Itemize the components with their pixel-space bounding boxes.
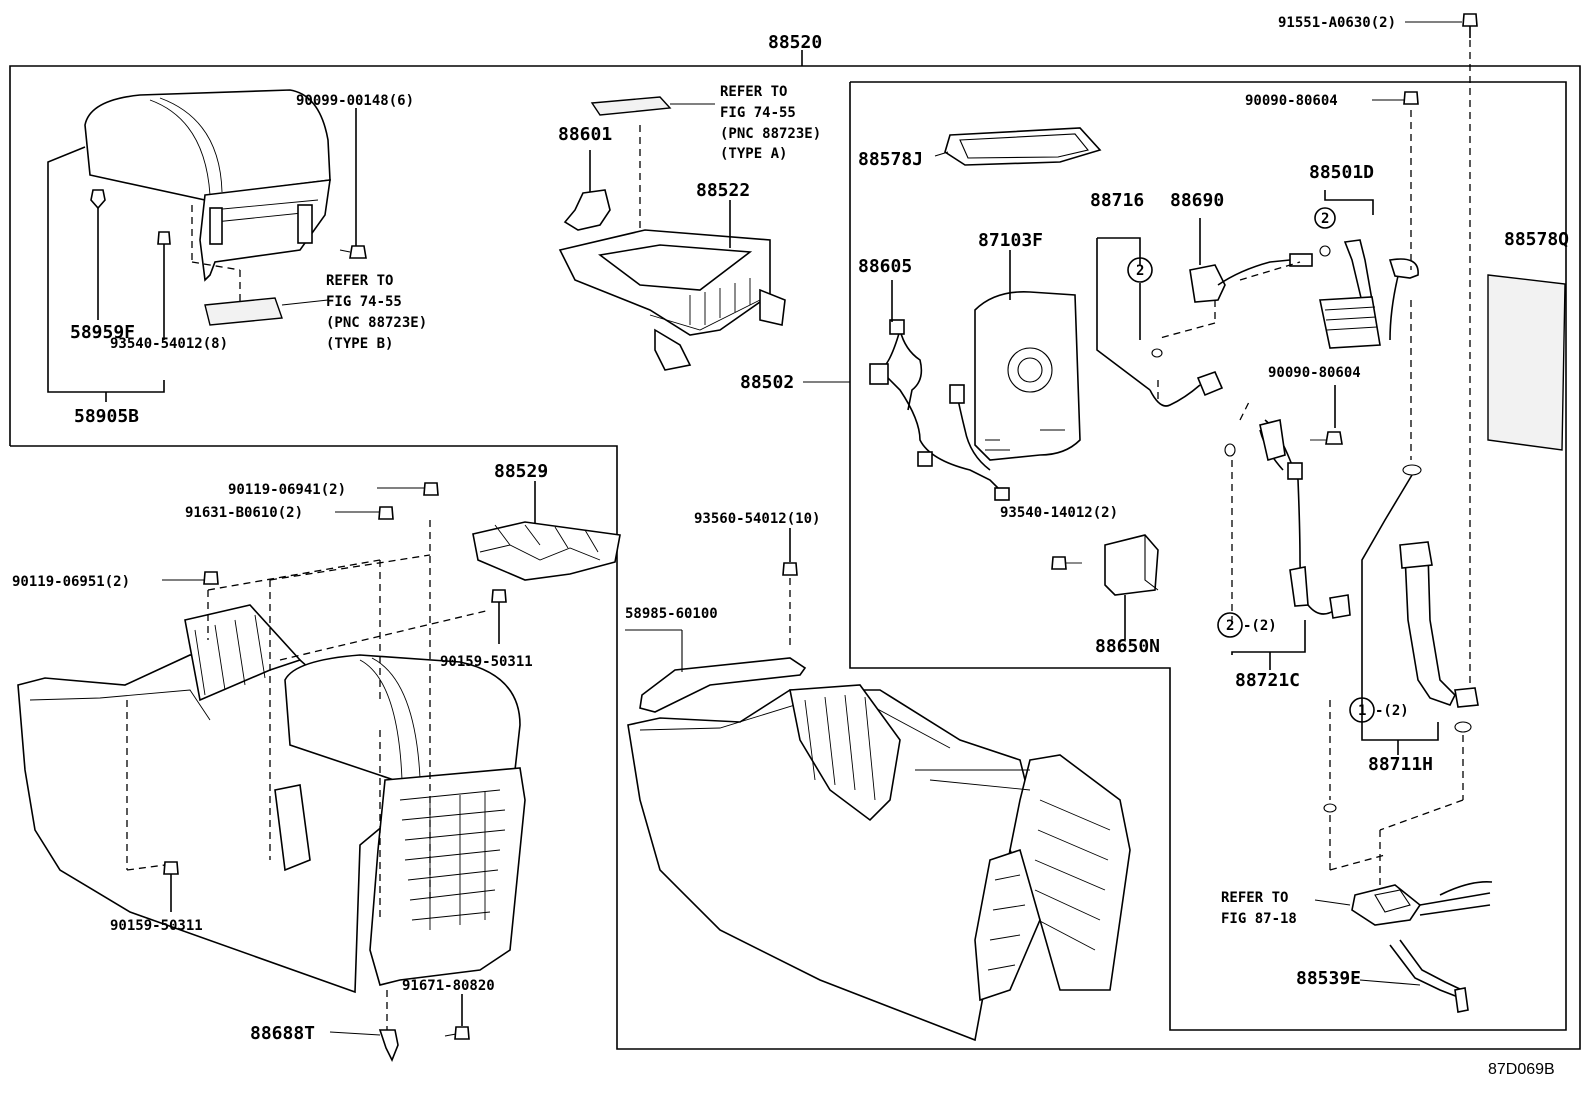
label-90119-06941: 90119-06941(2) [228,482,346,498]
label-88688T: 88688T [250,1023,315,1044]
tray-drawing [558,96,786,371]
refer-a-line2: FIG 74-55 [720,105,796,121]
circle-label-2-a: 2 [1321,211,1329,227]
circle-label-2-b: 2 [1136,263,1144,279]
label-87103F: 87103F [978,230,1043,251]
label-88501D: 88501D [1309,162,1374,183]
label-90159-50311-a: 90159-50311 [440,654,533,670]
label-93560-54012: 93560-54012(10) [694,511,820,527]
label-88650N: 88650N [1095,636,1160,657]
refer-c-line1: REFER TO [1221,890,1288,906]
qty-label-2-c: -(2) [1243,618,1277,634]
label-58905B: 58905B [74,406,139,427]
label-88721C: 88721C [1235,670,1300,691]
label-88605: 88605 [858,256,912,277]
refer-b-line3: (PNC 88723E) [326,315,427,331]
label-93540-14012: 93540-14012(2) [1000,505,1118,521]
label-91551-A0630: 91551-A0630(2) [1278,15,1396,31]
label-93540-54012: 93540-54012(8) [110,336,228,352]
label-90099-00148: 90099-00148(6) [296,93,414,109]
label-88690: 88690 [1170,190,1224,211]
diagram-code: 87D069B [1488,1061,1555,1078]
label-88578Q: 88578Q [1504,229,1569,250]
refer-a-line1: REFER TO [720,84,787,100]
label-88539E: 88539E [1296,968,1361,989]
label-88520: 88520 [768,32,822,53]
qty-label-1: -(2) [1375,703,1409,719]
frame-lines [9,21,1581,1050]
label-58959F: 58959F [70,322,135,343]
label-88716: 88716 [1090,190,1144,211]
console-left-drawing [17,481,621,1062]
circle-label-1: 1 [1358,703,1366,719]
console-right-drawing [625,528,1131,1042]
label-88502: 88502 [740,372,794,393]
label-88711H: 88711H [1368,754,1433,775]
label-91671-80820: 91671-80820 [402,978,495,994]
refer-b-line4: (TYPE B) [326,336,393,352]
label-90159-50311-b: 90159-50311 [110,918,203,934]
callout-circles [1127,207,1375,723]
label-88578J: 88578J [858,149,923,170]
refer-b-line1: REFER TO [326,273,393,289]
refer-a-line3: (PNC 88723E) [720,126,821,142]
right-box-drawing [803,13,1566,1013]
labels: 88520 91551-A0630(2) 90099-00148(6) 5895… [12,15,1569,1078]
refer-c-line2: FIG 87-18 [1221,911,1297,927]
circle-label-2-c: 2 [1226,618,1234,634]
label-91631-B0610: 91631-B0610(2) [185,505,303,521]
label-58985-60100: 58985-60100 [625,606,718,622]
label-88601: 88601 [558,124,612,145]
refer-b-line2: FIG 74-55 [326,294,402,310]
armrest-lid-drawing [47,89,367,402]
label-88522: 88522 [696,180,750,201]
label-88529: 88529 [494,461,548,482]
label-90090-80604-top: 90090-80604 [1245,93,1338,109]
refer-a-line4: (TYPE A) [720,146,787,162]
label-90090-80604-mid: 90090-80604 [1268,365,1361,381]
label-90119-06951: 90119-06951(2) [12,574,130,590]
